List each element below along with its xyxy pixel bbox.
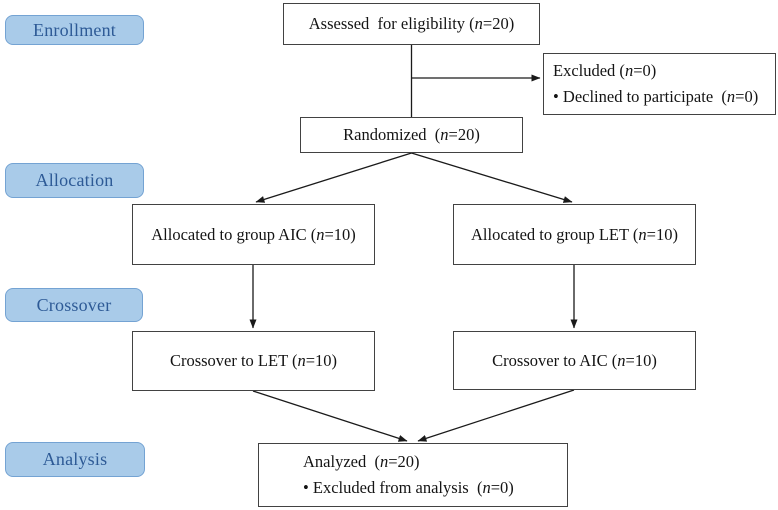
text-segment: • Declined to participate (	[553, 87, 727, 106]
flow-line	[252, 390, 408, 442]
text-segment: Allocated to group AIC (	[151, 224, 317, 244]
n-italic: n	[379, 452, 389, 471]
box-line: • Excluded from analysis (n=0)	[303, 475, 514, 501]
phase-label-text: Analysis	[42, 449, 108, 469]
n-italic: n	[440, 125, 449, 144]
phase-label-crossover: Crossover	[5, 288, 143, 322]
flow-line	[255, 152, 412, 203]
text-segment: =0)	[735, 87, 759, 106]
text-segment: =20)	[448, 125, 480, 144]
box-analyzed: Analyzed (n=20) • Excluded from analysis…	[258, 443, 568, 507]
box-line: Crossover to AIC (n=10)	[492, 348, 657, 374]
box-line: Allocated to group LET (n=10)	[471, 222, 678, 248]
text-segment: • Excluded from analysis (	[303, 478, 483, 497]
phase-label-analysis: Analysis	[5, 442, 145, 477]
text-segment: =0)	[490, 478, 514, 497]
n-italic: n	[726, 87, 736, 106]
text-segment: =10)	[646, 224, 678, 244]
phase-label-text: Enrollment	[33, 19, 116, 40]
text-segment: Analyzed (	[303, 452, 380, 471]
box-crossover-to-aic: Crossover to AIC (n=10)	[453, 331, 696, 390]
text-segment: =20)	[388, 452, 420, 471]
box-line: Randomized (n=20)	[343, 122, 480, 148]
n-italic: n	[617, 350, 626, 370]
text-segment: Excluded (	[553, 61, 625, 80]
box-line: Allocated to group AIC (n=10)	[151, 222, 356, 248]
phase-label-allocation: Allocation	[5, 163, 144, 198]
box-crossover-to-let: Crossover to LET (n=10)	[132, 331, 375, 391]
text-segment: =10)	[305, 351, 338, 370]
n-italic: n	[474, 14, 483, 33]
n-italic: n	[638, 224, 647, 244]
text-segment: =10)	[324, 224, 356, 244]
text-segment: =10)	[625, 350, 657, 370]
text-segment: Allocated to group LET (	[471, 224, 639, 244]
phase-label-enrollment: Enrollment	[5, 15, 144, 45]
flow-line	[411, 152, 573, 203]
n-italic: n	[624, 61, 634, 80]
flow-line	[417, 389, 575, 442]
box-excluded: Excluded (n=0) • Declined to participate…	[543, 53, 776, 115]
box-line: • Declined to participate (n=0)	[553, 84, 758, 110]
box-line: Excluded (n=0)	[553, 58, 656, 84]
n-italic: n	[297, 351, 306, 370]
phase-label-text: Allocation	[35, 170, 114, 190]
box-line: Analyzed (n=20)	[303, 449, 420, 475]
text-segment: Randomized (	[343, 125, 441, 144]
text-segment: Assessed for eligibility (	[308, 14, 475, 33]
n-italic: n	[482, 478, 491, 497]
text-segment: Crossover to AIC (	[492, 350, 618, 370]
text-segment: =20)	[482, 14, 515, 33]
text-segment: Crossover to LET (	[169, 351, 298, 370]
box-line: Assessed for eligibility (n=20)	[309, 11, 514, 37]
box-line: Crossover to LET (n=10)	[170, 348, 337, 374]
text-segment: =0)	[633, 61, 657, 80]
box-allocated-group-aic: Allocated to group AIC (n=10)	[132, 204, 375, 265]
box-allocated-group-let: Allocated to group LET (n=10)	[453, 204, 696, 265]
phase-label-text: Crossover	[36, 294, 112, 315]
box-assessed-for-eligibility: Assessed for eligibility (n=20)	[283, 3, 540, 45]
box-randomized: Randomized (n=20)	[300, 117, 523, 153]
n-italic: n	[316, 224, 325, 244]
